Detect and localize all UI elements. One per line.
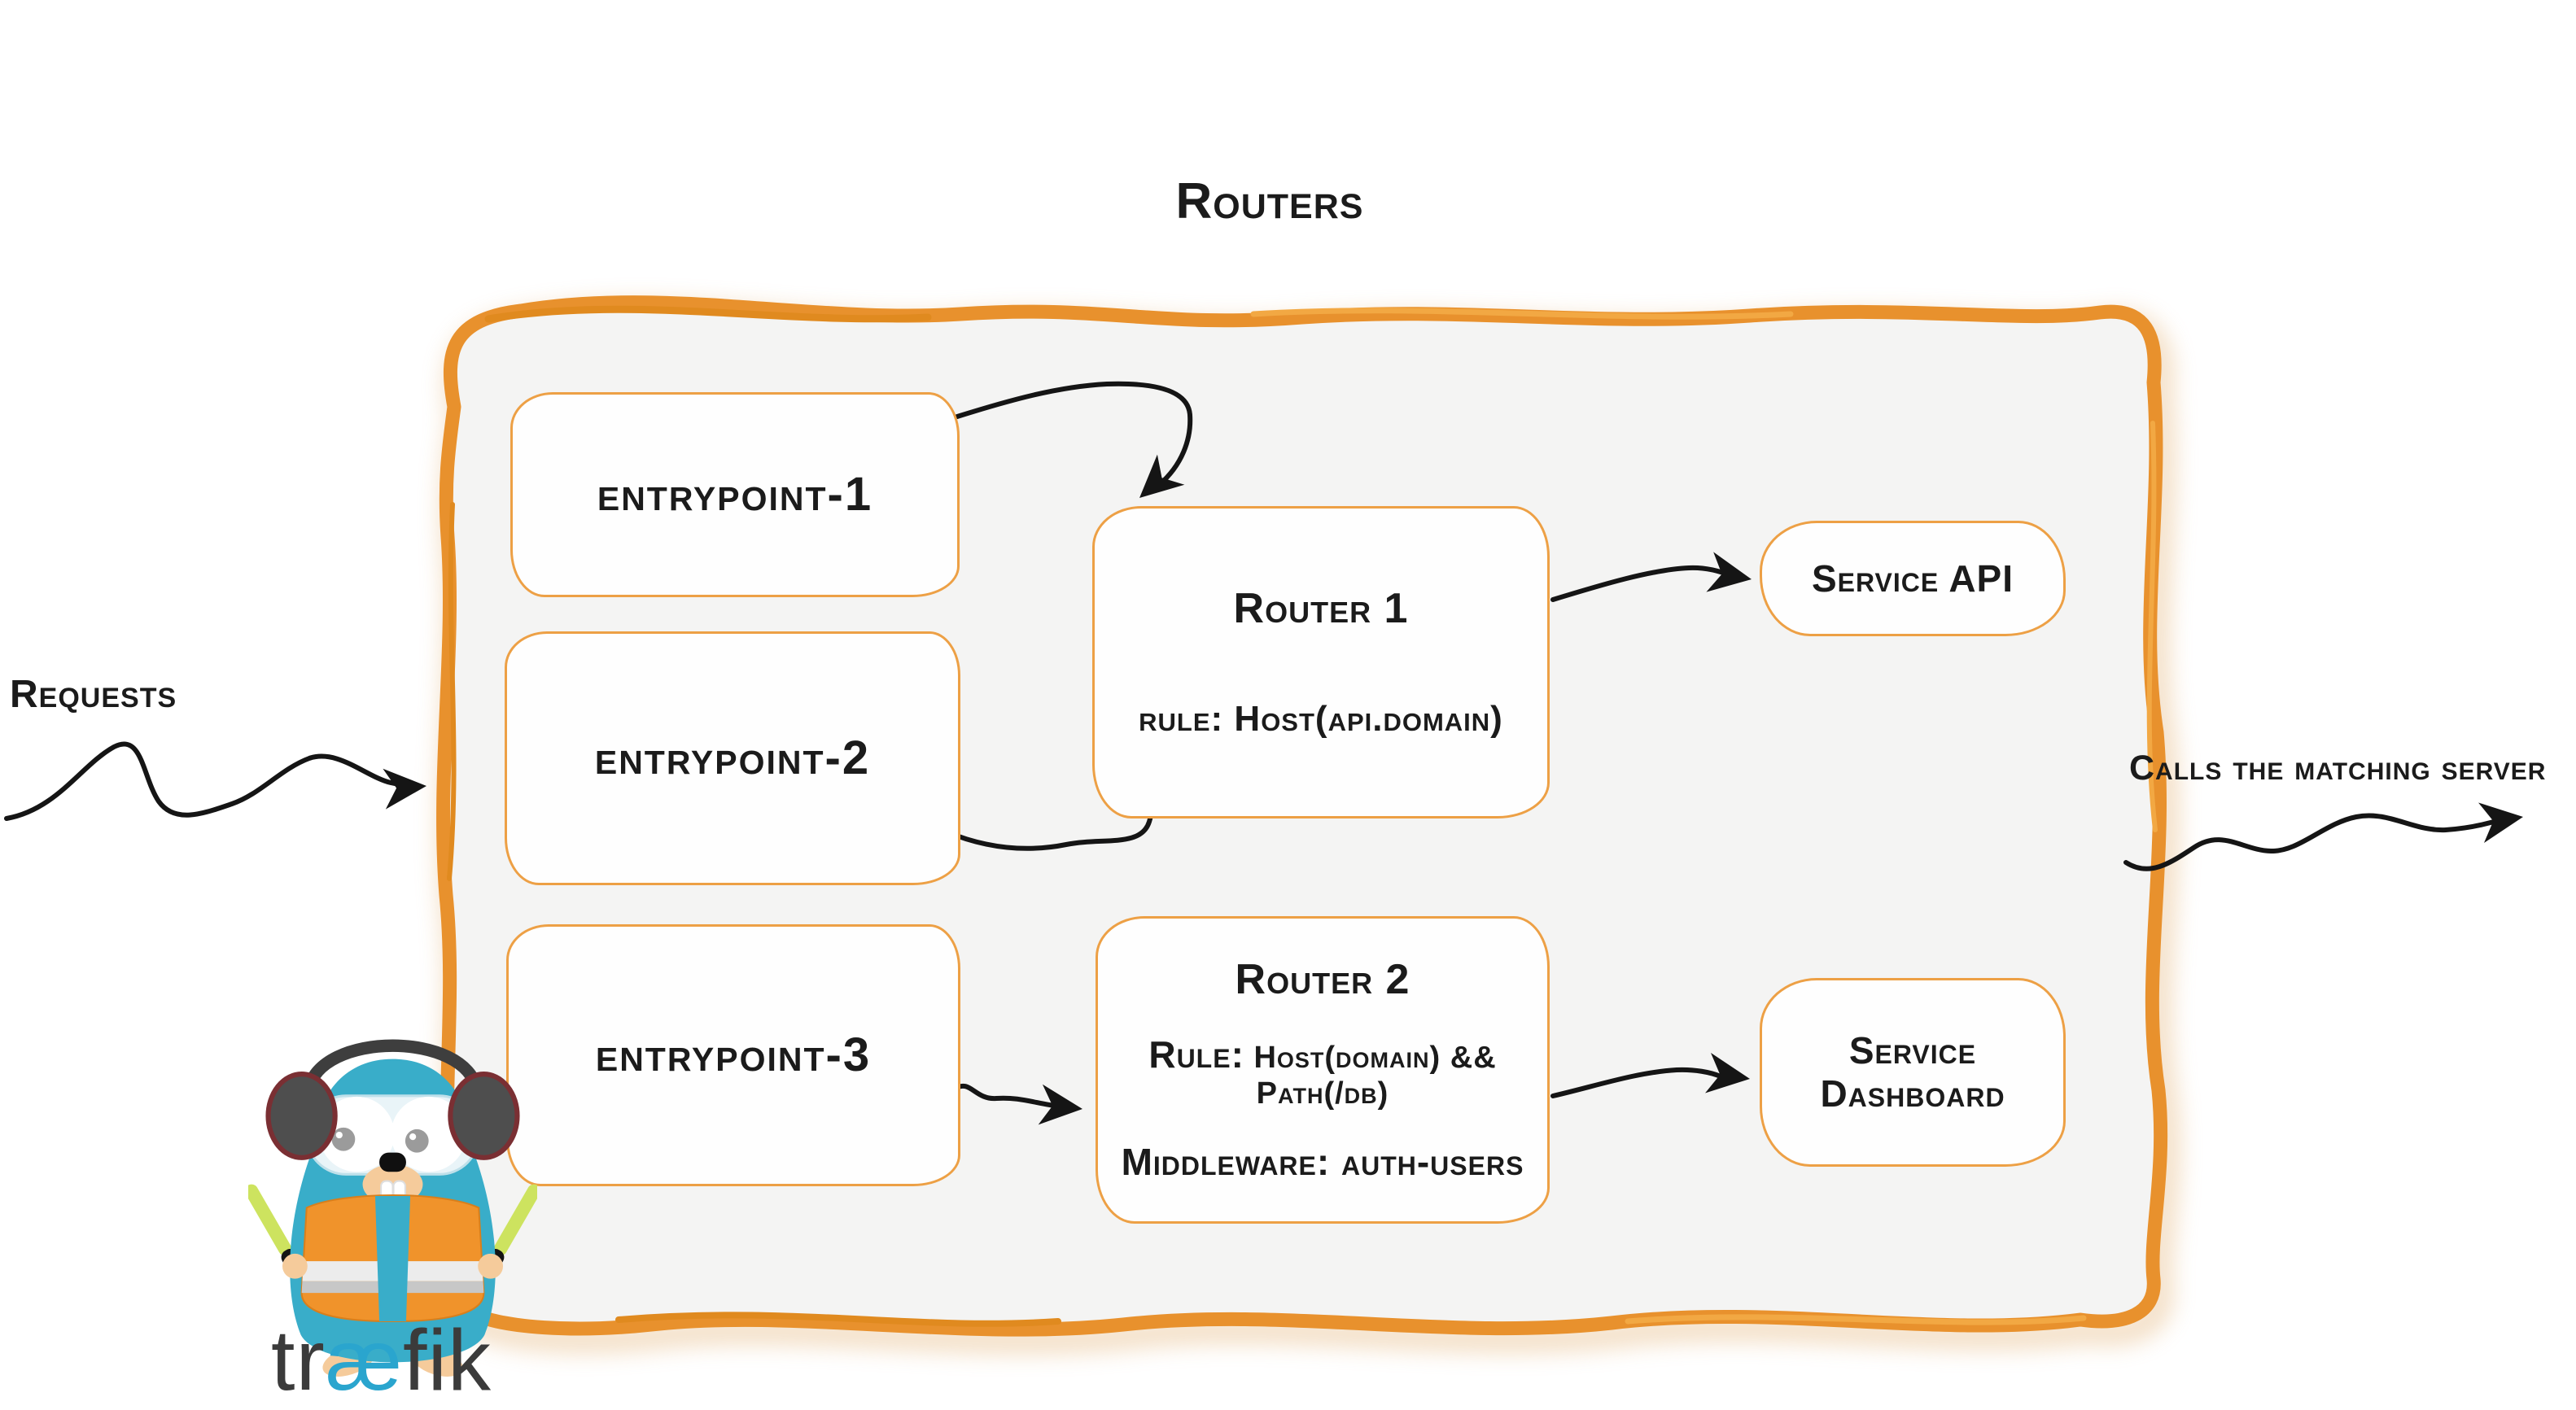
requests-label: Requests xyxy=(10,673,177,716)
service-dashboard-label-line1: Service xyxy=(1848,1029,1977,1072)
router-2-box: Router 2 Rule: Host(domain) && Path(/db)… xyxy=(1096,916,1550,1224)
service-api-box: Service API xyxy=(1760,521,2066,636)
entrypoint-3-label: entrypoint-3 xyxy=(595,1028,872,1081)
router-2-title: Router 2 xyxy=(1235,955,1410,1003)
logo-text-post: fik xyxy=(403,1312,492,1408)
calls-matching-server-label: Calls the matching server xyxy=(2129,749,2547,788)
entrypoint-1-box: entrypoint-1 xyxy=(510,392,960,597)
headphones-cups xyxy=(265,1072,520,1160)
headphones-band xyxy=(302,1039,483,1098)
service-dashboard-box: Service Dashboard xyxy=(1760,978,2066,1167)
router-1-title: Router 1 xyxy=(1233,584,1409,632)
gopher-hands xyxy=(282,1253,504,1279)
diagram-title: Routers xyxy=(1175,173,1364,229)
router-2-rule-label: Rule: xyxy=(1148,1033,1244,1076)
gopher-nose xyxy=(379,1152,406,1172)
arrow-router1-api xyxy=(1550,565,1734,602)
service-dashboard-label-line2: Dashboard xyxy=(1820,1072,2005,1115)
gopher-eyes xyxy=(319,1096,466,1172)
arrow-calls xyxy=(2123,813,2504,871)
router-1-box: Router 1 rule: Host(api.domain) xyxy=(1092,506,1550,818)
arrow-requests xyxy=(4,741,409,821)
logo-text-ae: æ xyxy=(325,1312,404,1408)
arrowheads xyxy=(383,454,2523,1125)
entrypoint-1-label: entrypoint-1 xyxy=(597,467,873,521)
arrow-router2-dashboard xyxy=(1550,1067,1723,1098)
entrypoint-2-box: entrypoint-2 xyxy=(505,631,960,885)
logo-text-pre: tr xyxy=(271,1312,326,1408)
gopher-vest xyxy=(300,1194,485,1323)
border-brush-texture xyxy=(447,305,2158,1327)
traefik-gopher-mascot xyxy=(248,1039,537,1377)
entrypoint-3-box: entrypoint-3 xyxy=(506,924,960,1186)
entrypoint-2-label: entrypoint-2 xyxy=(594,731,871,784)
traefik-logo-text: træfik xyxy=(271,1312,492,1410)
arrow-ep3-router2 xyxy=(953,1083,1062,1109)
service-api-label: Service API xyxy=(1812,557,2014,600)
router-1-rule: rule: Host(api.domain) xyxy=(1139,698,1503,739)
router-2-rule-value: Host(domain) && Path(/db) xyxy=(1253,1041,1497,1111)
router-2-rule: Rule: Host(domain) && Path(/db) xyxy=(1101,1033,1544,1112)
router-2-middleware: Middleware: auth-users xyxy=(1121,1141,1524,1184)
arrow-ep1-router1 xyxy=(955,381,1193,487)
